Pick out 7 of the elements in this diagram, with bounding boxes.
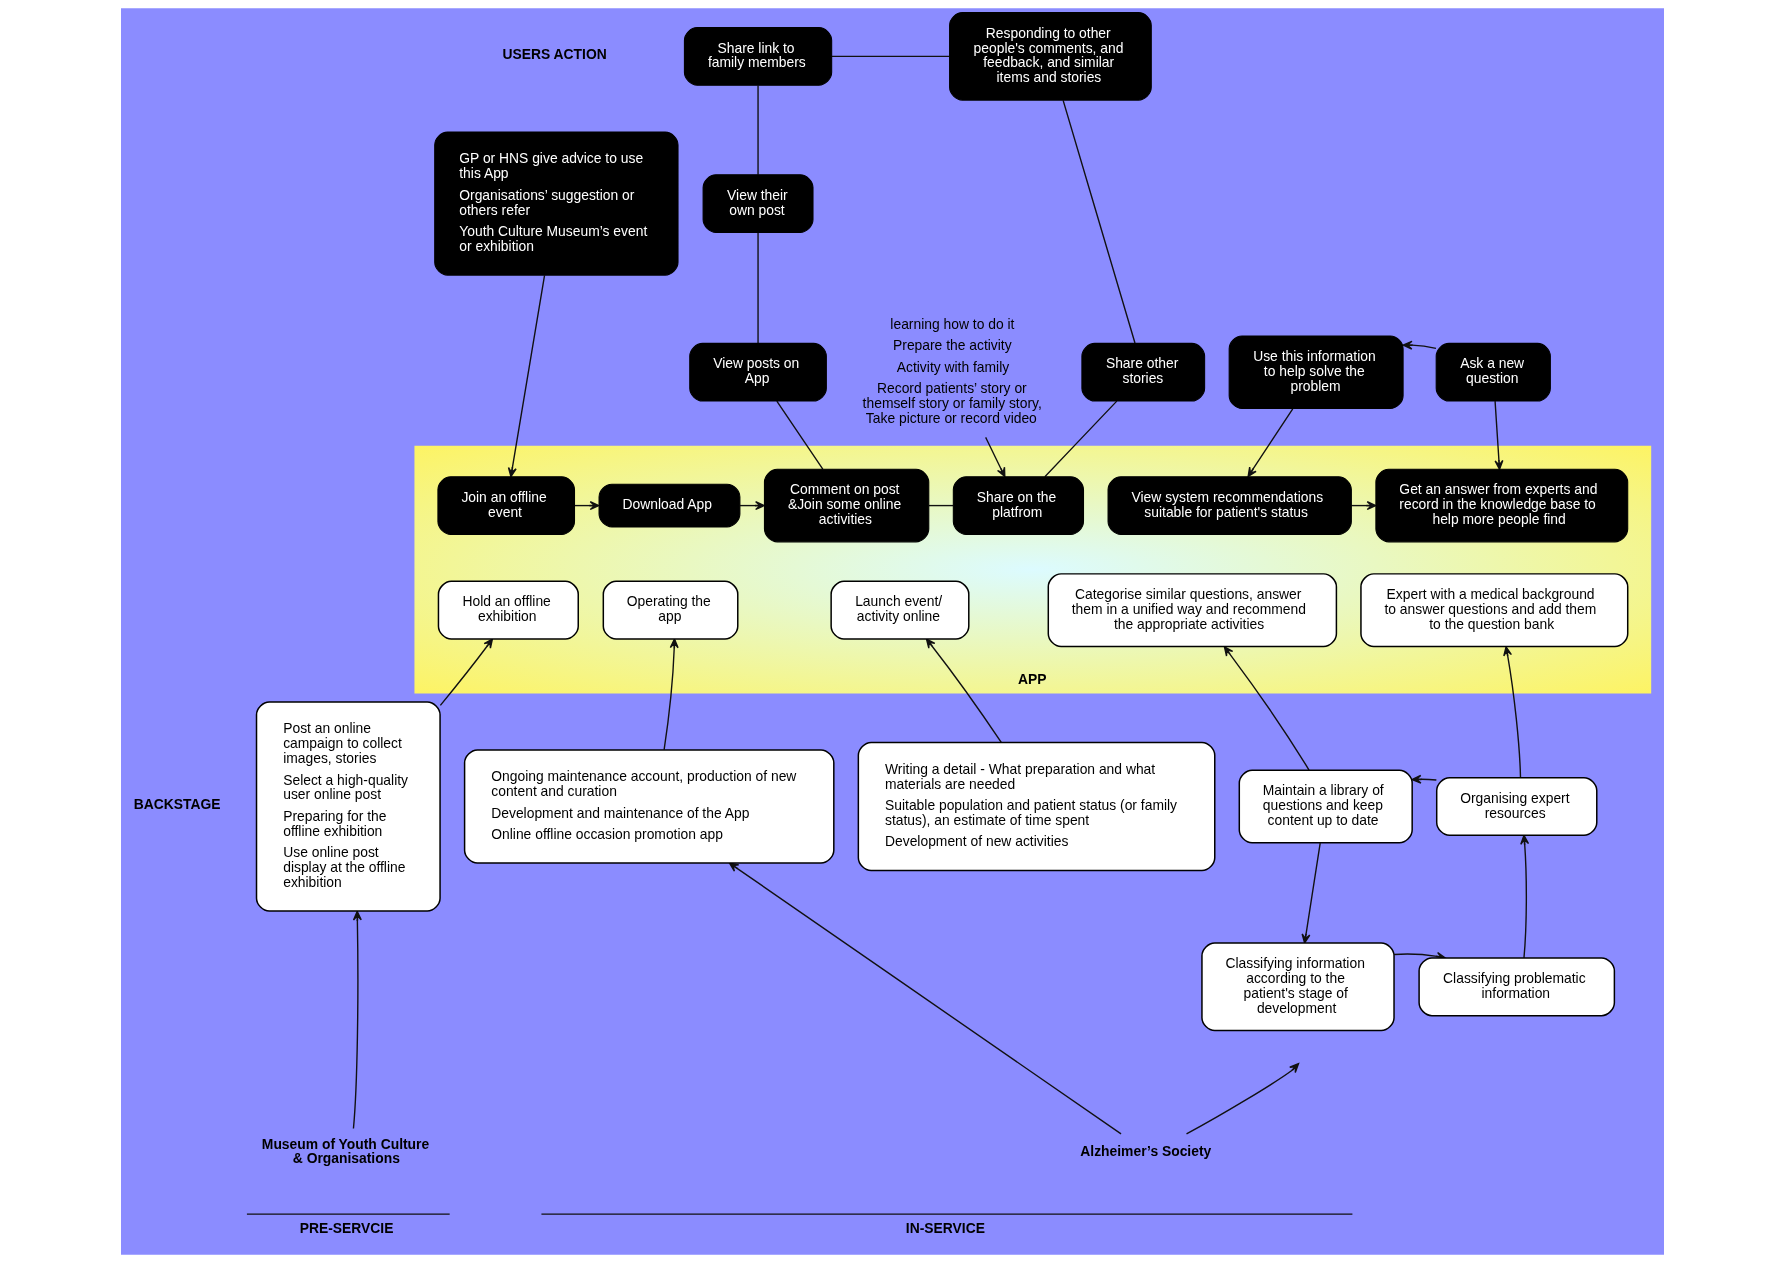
label: USERS ACTION bbox=[502, 45, 607, 62]
node-text: Museum of Youth Culture & Organisations bbox=[261, 1136, 430, 1167]
label: BACKSTAGE bbox=[133, 796, 221, 813]
label: IN-SERVICE bbox=[905, 1219, 985, 1236]
node-text: learning how to do it Prepare the activity Activity with family Record patients’ story or themself story or family story, Take picture or record video bbox=[862, 315, 1042, 426]
node-text: Alzheimer’s Society bbox=[1080, 1142, 1212, 1159]
label: PRE-SERVCIE bbox=[299, 1219, 394, 1236]
